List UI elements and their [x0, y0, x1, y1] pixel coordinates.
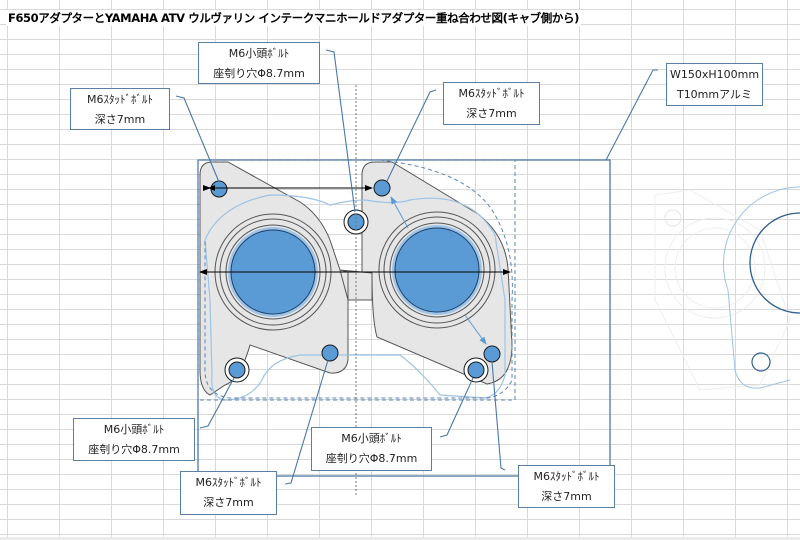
callout-line1: W150xH100mm: [669, 68, 760, 81]
bolt-holes: [210, 179, 501, 383]
callout-stud-bolt-bottom-right[interactable]: M6ｽﾀｯﾄﾞﾎﾞﾙﾄ 深さ7mm: [518, 465, 615, 508]
callout-stud-bolt-top-right[interactable]: M6ｽﾀｯﾄﾞﾎﾞﾙﾄ 深さ7mm: [443, 82, 540, 125]
faded-reference-drawing: [654, 186, 800, 391]
callout-stud-bolt-bottom-left[interactable]: M6ｽﾀｯﾄﾞﾎﾞﾙﾄ 深さ7mm: [180, 471, 277, 515]
callout-line1: M6小頭ﾎﾞﾙﾄ: [228, 47, 290, 60]
callout-line1: M6ｽﾀｯﾄﾞﾎﾞﾙﾄ: [87, 93, 153, 106]
callout-line2: 深さ7mm: [203, 496, 254, 509]
callout-line2: 座刳り穴Φ8.7mm: [213, 67, 305, 80]
callout-small-head-bolt-top[interactable]: M6小頭ﾎﾞﾙﾄ 座刳り穴Φ8.7mm: [198, 42, 320, 84]
offset-arrow: [390, 196, 409, 229]
callout-line1: M6ｽﾀｯﾄﾞﾎﾞﾙﾄ: [458, 87, 525, 100]
callout-line2: 座刳り穴Φ8.7mm: [325, 452, 418, 465]
callout-line1: M6ｽﾀｯﾄﾞﾎﾞﾙﾄ: [195, 476, 262, 489]
dashed-bounding-box: [197, 159, 516, 401]
leader-lines: [175, 49, 658, 485]
offset-arrow: [464, 314, 487, 345]
callout-plate-size[interactable]: W150xH100mm T10mmアルミ: [666, 63, 763, 106]
callout-line1: M6ｽﾀｯﾄﾞﾎﾞﾙﾄ: [533, 470, 600, 483]
callout-line2: T10mmアルミ: [676, 88, 753, 101]
callout-line2: 深さ7mm: [94, 113, 146, 126]
callout-stud-bolt-top-left[interactable]: M6ｽﾀｯﾄﾞﾎﾞﾙﾄ 深さ7mm: [70, 88, 170, 130]
callout-line1: M6小頭ﾎﾞﾙﾄ: [103, 423, 165, 436]
callout-line2: 座刳り穴Φ8.7mm: [88, 443, 180, 456]
right-port: [378, 211, 496, 329]
callout-small-head-bolt-bottom[interactable]: M6小頭ﾎﾞﾙﾄ 座刳り穴Φ8.7mm: [311, 427, 432, 471]
callout-line1: M6小頭ﾎﾞﾙﾄ: [341, 432, 402, 445]
sheet-bottom-bar: [0, 537, 800, 540]
callout-line2: 深さ7mm: [541, 490, 592, 503]
sheet-title[interactable]: F650アダプターとYAMAHA ATV ウルヴァリン インテークマニホールドア…: [6, 10, 581, 26]
callout-line2: 深さ7mm: [466, 107, 517, 120]
callout-small-head-bolt-bottom-left[interactable]: M6小頭ﾎﾞﾙﾄ 座刳り穴Φ8.7mm: [73, 418, 195, 461]
atv-adapter-overlay: [204, 194, 506, 401]
